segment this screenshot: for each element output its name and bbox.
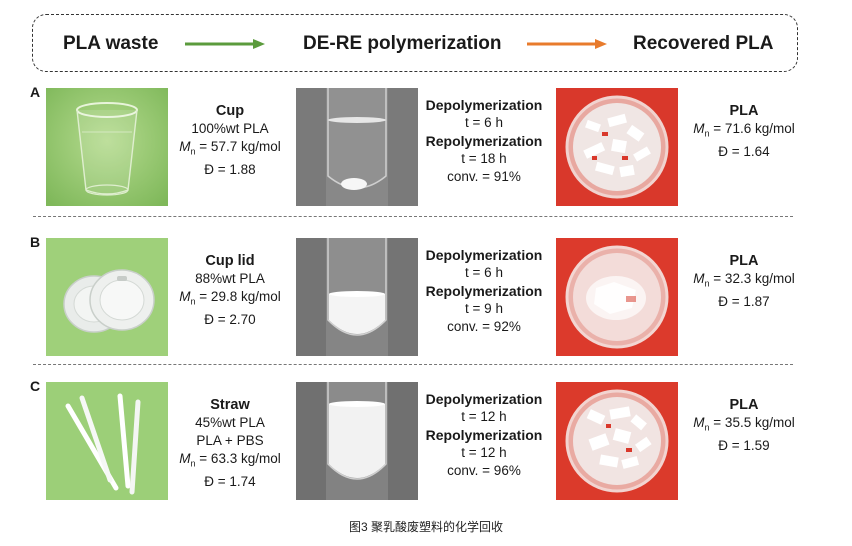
- waste-composition: 88%wt PLA: [195, 271, 265, 286]
- mn-symbol: M: [179, 451, 191, 466]
- repolymerization-label: Repolymerization: [425, 427, 543, 443]
- product-info: PLA Mn = 32.3 kg/mol Đ = 1.87: [674, 252, 814, 311]
- waste-composition: 45%wt PLA: [195, 415, 265, 430]
- mn-subscript: n: [190, 458, 196, 469]
- recovered-pla-photo: [556, 382, 678, 500]
- straw-photo: [46, 382, 168, 500]
- product-info: PLA Mn = 35.5 kg/mol Đ = 1.59: [674, 396, 814, 455]
- product-title: PLA: [729, 397, 759, 413]
- mn-symbol: M: [179, 139, 191, 154]
- recovered-pla-photo: [556, 238, 678, 356]
- mn-symbol: M: [179, 289, 191, 304]
- mn-subscript: n: [704, 128, 710, 139]
- row-letter: C: [30, 378, 41, 394]
- product-mn: Mn = 32.3 kg/mol: [674, 270, 814, 293]
- waste-dispersity: Đ = 2.70: [204, 311, 256, 327]
- row-letter: A: [30, 84, 41, 100]
- waste-dispersity: Đ = 1.88: [204, 161, 256, 177]
- waste-blend: PLA + PBS: [196, 433, 264, 448]
- waste-title: Cup lid: [205, 253, 255, 269]
- waste-title: Cup: [215, 103, 245, 119]
- mn-value: = 32.3 kg/mol: [713, 271, 795, 286]
- conversion: conv. = 96%: [447, 463, 521, 478]
- product-dispersity: Đ = 1.64: [718, 143, 770, 159]
- mn-subscript: n: [704, 278, 710, 289]
- waste-mn: Mn = 29.8 kg/mol: [160, 288, 300, 311]
- product-title: PLA: [729, 103, 759, 119]
- mn-subscript: n: [704, 422, 710, 433]
- test-tube-photo: [296, 88, 418, 206]
- row-straw: C Straw 45%wt PLA PLA + PBS Mn = 63.3 kg…: [0, 378, 852, 500]
- header-step-recovered: Recovered PLA: [633, 33, 774, 54]
- mn-value: = 71.6 kg/mol: [713, 121, 795, 136]
- depolymerization-label: Depolymerization: [425, 247, 543, 263]
- mn-subscript: n: [190, 296, 196, 307]
- depolymerization-time: t = 6 h: [465, 265, 503, 280]
- header-step-waste: PLA waste: [63, 33, 159, 54]
- cup-photo: [46, 88, 168, 206]
- depolymerization-time: t = 12 h: [461, 409, 507, 424]
- product-info: PLA Mn = 71.6 kg/mol Đ = 1.64: [674, 102, 814, 161]
- waste-mn: Mn = 63.3 kg/mol: [160, 450, 300, 473]
- repolymerization-time: t = 12 h: [461, 445, 507, 460]
- row-divider: [33, 216, 793, 217]
- process-conditions: Depolymerization t = 6 h Repolymerizatio…: [404, 96, 564, 186]
- test-tube-photo: [296, 382, 418, 500]
- repolymerization-label: Repolymerization: [425, 283, 543, 299]
- recovered-pla-photo: [556, 88, 678, 206]
- row-cup: A Cup 100%wt PLA Mn = 57.7 kg/mol Đ = 1.…: [0, 84, 852, 206]
- green-arrow-icon: [185, 39, 265, 49]
- product-mn: Mn = 35.5 kg/mol: [674, 414, 814, 437]
- waste-info: Straw 45%wt PLA PLA + PBS Mn = 63.3 kg/m…: [160, 396, 300, 491]
- mn-symbol: M: [693, 415, 705, 430]
- mn-subscript: n: [190, 146, 196, 157]
- repolymerization-time: t = 18 h: [461, 151, 507, 166]
- test-tube-photo: [296, 238, 418, 356]
- conversion: conv. = 92%: [447, 319, 521, 334]
- depolymerization-time: t = 6 h: [465, 115, 503, 130]
- product-title: PLA: [729, 253, 759, 269]
- row-divider: [33, 364, 793, 365]
- mn-value: = 29.8 kg/mol: [199, 289, 281, 304]
- process-conditions: Depolymerization t = 6 h Repolymerizatio…: [404, 246, 564, 336]
- mn-symbol: M: [693, 271, 705, 286]
- waste-composition: 100%wt PLA: [191, 121, 269, 136]
- repolymerization-label: Repolymerization: [425, 133, 543, 149]
- waste-mn: Mn = 57.7 kg/mol: [160, 138, 300, 161]
- mn-value: = 35.5 kg/mol: [713, 415, 795, 430]
- header-step-polymerization: DE-RE polymerization: [303, 33, 502, 54]
- waste-info: Cup lid 88%wt PLA Mn = 29.8 kg/mol Đ = 2…: [160, 252, 300, 329]
- waste-info: Cup 100%wt PLA Mn = 57.7 kg/mol Đ = 1.88: [160, 102, 300, 179]
- mn-value: = 63.3 kg/mol: [199, 451, 281, 466]
- process-conditions: Depolymerization t = 12 h Repolymerizati…: [404, 390, 564, 480]
- mn-value: = 57.7 kg/mol: [199, 139, 281, 154]
- product-mn: Mn = 71.6 kg/mol: [674, 120, 814, 143]
- figure-caption: 图3 聚乳酸废塑料的化学回收: [348, 520, 503, 534]
- conversion: conv. = 91%: [447, 169, 521, 184]
- orange-arrow-icon: [527, 39, 607, 49]
- process-header: PLA waste DE-RE polymerization Recovered…: [32, 14, 798, 72]
- cup-lid-photo: [46, 238, 168, 356]
- depolymerization-label: Depolymerization: [425, 391, 543, 407]
- waste-title: Straw: [210, 397, 250, 413]
- product-dispersity: Đ = 1.59: [718, 437, 770, 453]
- row-cup-lid: B Cup lid 88%wt PLA Mn = 29.8 kg/mol Đ =…: [0, 234, 852, 356]
- mn-symbol: M: [693, 121, 705, 136]
- product-dispersity: Đ = 1.87: [718, 293, 770, 309]
- repolymerization-time: t = 9 h: [465, 301, 503, 316]
- row-letter: B: [30, 234, 41, 250]
- depolymerization-label: Depolymerization: [425, 97, 543, 113]
- waste-dispersity: Đ = 1.74: [204, 473, 256, 489]
